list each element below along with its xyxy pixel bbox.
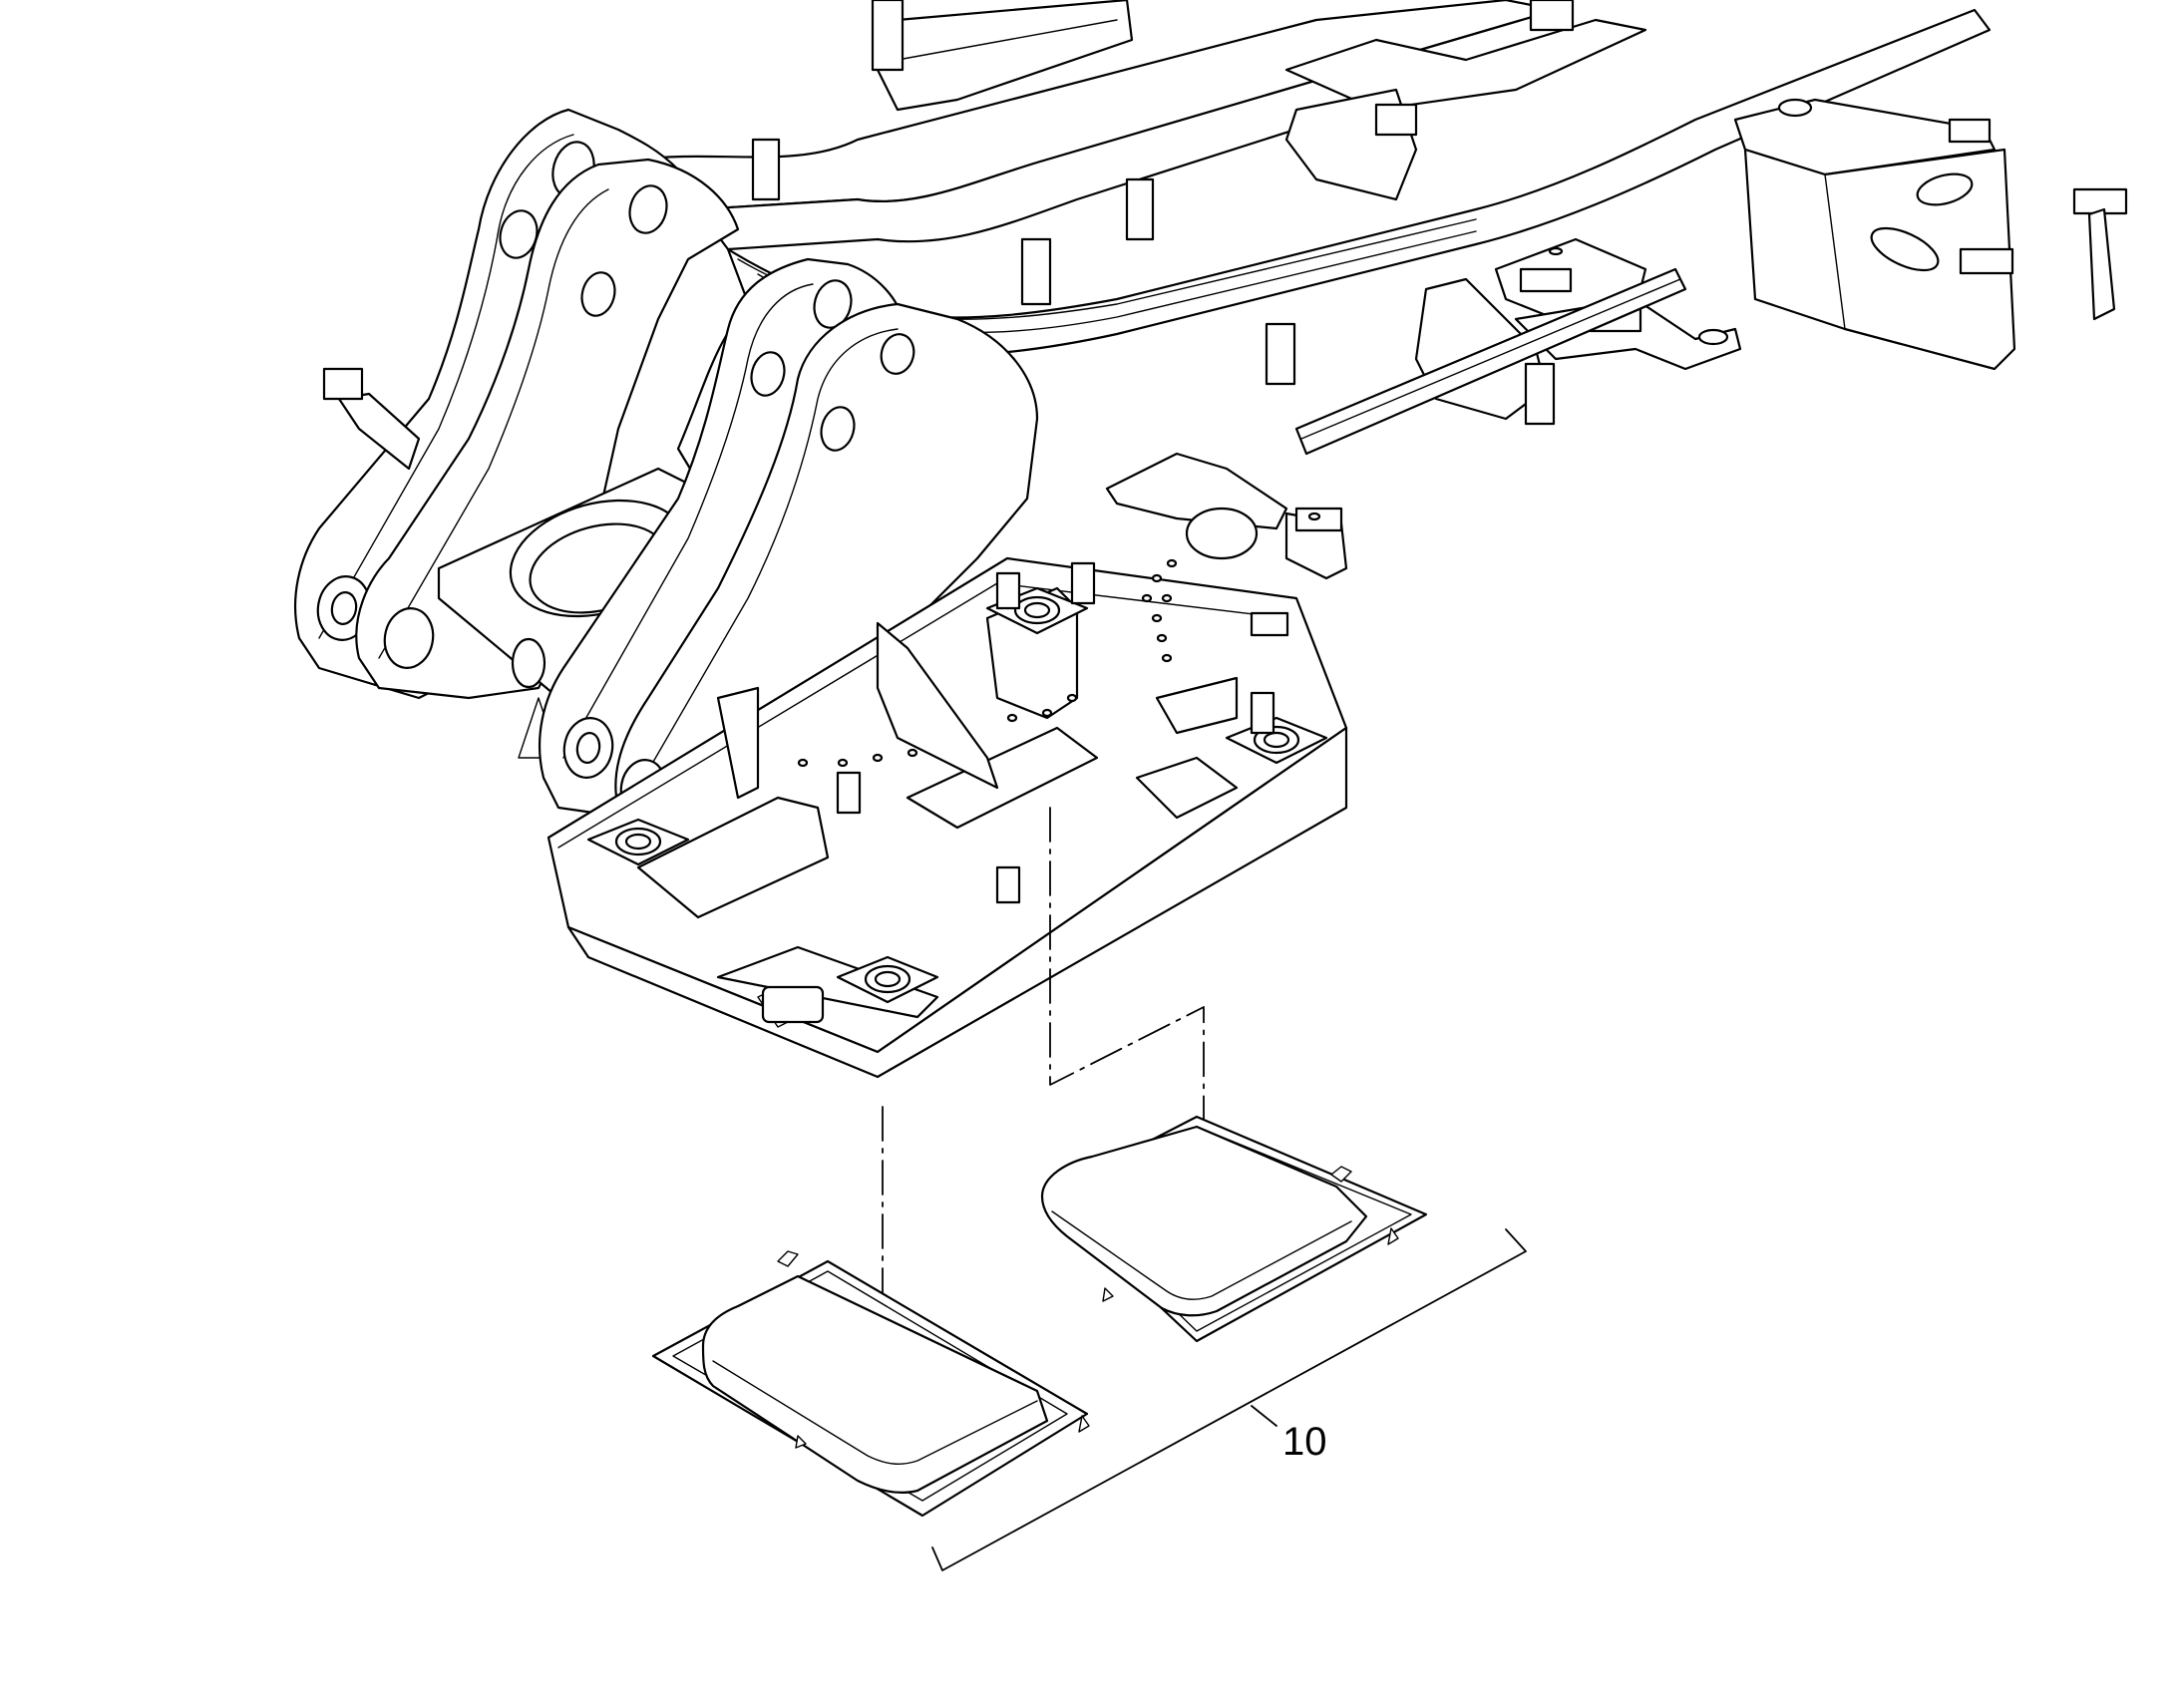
mounting-holes [797, 558, 1178, 768]
deck-plate [1105, 452, 1348, 580]
callout-label-10: 10 [1282, 1420, 1327, 1464]
cover-plate-right [1040, 1115, 1428, 1343]
left-support-arm [322, 367, 421, 471]
cover-plate-left [651, 1250, 1090, 1518]
frame-rear-crossmember [1733, 98, 2128, 371]
frame-upper-rear [876, 0, 1647, 201]
callout-bracket [931, 1228, 1527, 1571]
frame-lower-rail [1294, 267, 1687, 456]
slewing-ring-housing [437, 467, 720, 759]
post-brackets [836, 561, 1289, 904]
